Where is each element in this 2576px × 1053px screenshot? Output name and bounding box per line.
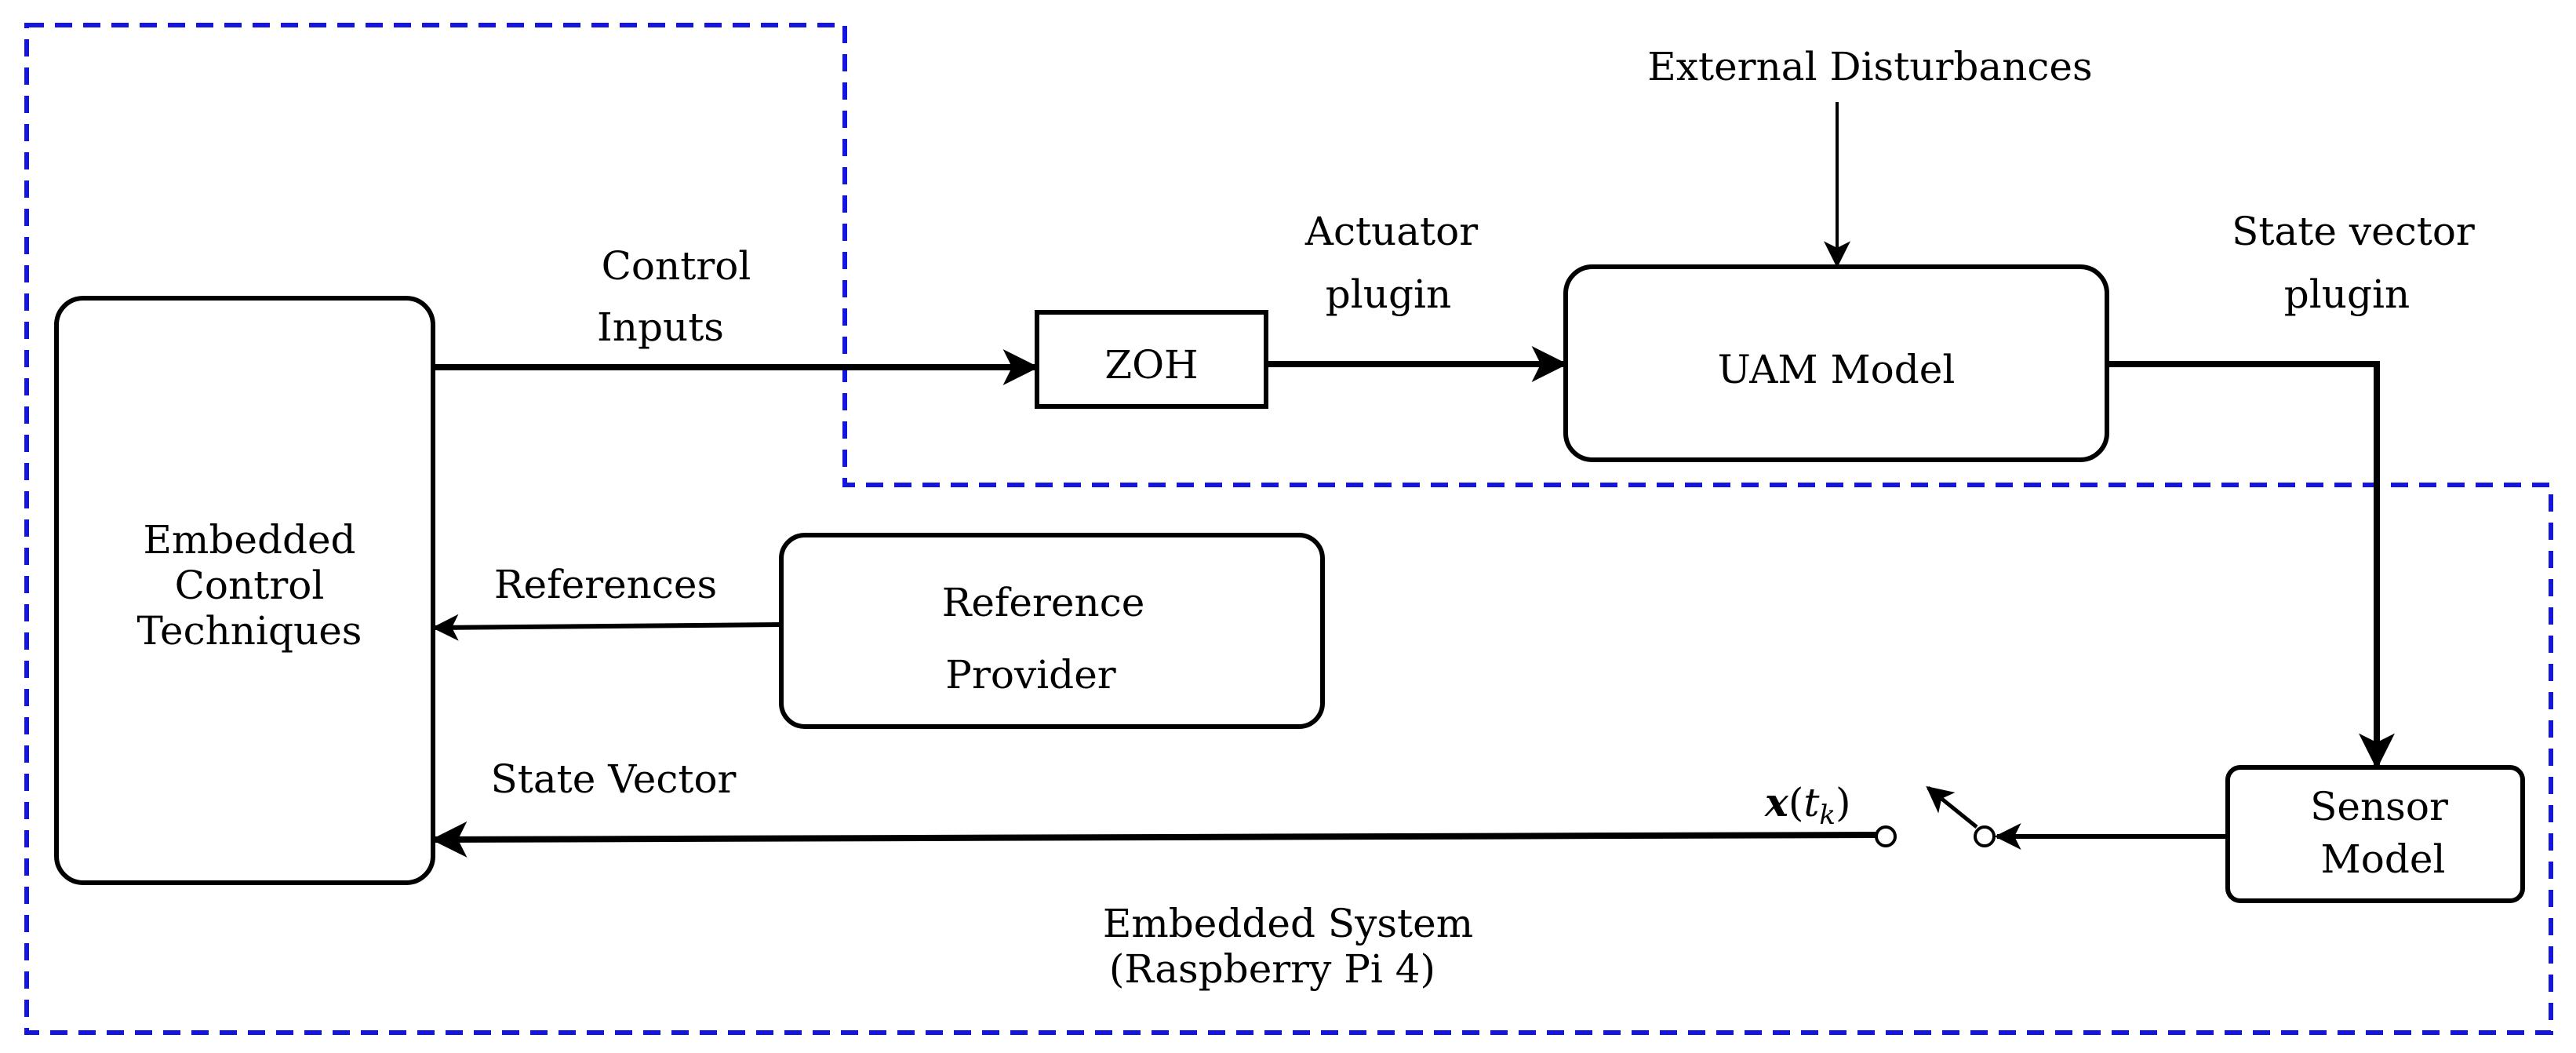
embedded-system-label-1: Embedded System [1103, 901, 1473, 946]
zoh-label: ZOH [1104, 342, 1198, 388]
references-arrow [431, 614, 782, 641]
embedded-control-label-1: Embedded [143, 517, 355, 563]
embedded-control-label-3: Techniques [137, 608, 362, 654]
control-inputs-label-2: Inputs [597, 304, 724, 350]
reference-provider-label-2: Provider [945, 652, 1115, 698]
state-vector-arrow [431, 821, 1877, 858]
state-vector-label: State Vector [491, 756, 737, 802]
uam-model-label: UAM Model [1718, 347, 1956, 392]
sampler-node-left [1875, 825, 1897, 847]
actuator-plugin-label-1: Actuator [1304, 209, 1478, 254]
embedded-control-label-2: Control [175, 563, 325, 608]
sampler-switch-arm [1926, 785, 1978, 829]
sensor-model-label-2: Model [2321, 836, 2446, 882]
reference-provider-block [779, 533, 1325, 729]
references-label: References [494, 562, 717, 607]
state-vector-plugin-label-1: State vector [2232, 209, 2475, 254]
sampled-state-label: x(tk) [1764, 779, 1851, 831]
reference-provider-label-1: Reference [942, 580, 1145, 625]
embedded-system-label-2: (Raspberry Pi 4) [1109, 946, 1435, 992]
embedded-system-boundary [24, 23, 2553, 1035]
embedded-control-block [54, 296, 435, 885]
state-vector-plugin-arrow [2107, 361, 2395, 770]
external-disturbances-label: External Disturbances [1647, 44, 2092, 89]
actuator-plugin-label-2: plugin [1326, 271, 1451, 317]
control-inputs-label-1: Control [602, 243, 751, 289]
state-vector-plugin-label-2: plugin [2284, 271, 2410, 317]
sensor-model-label-1: Sensor [2310, 784, 2448, 829]
sampler-node-right [1974, 825, 1996, 847]
